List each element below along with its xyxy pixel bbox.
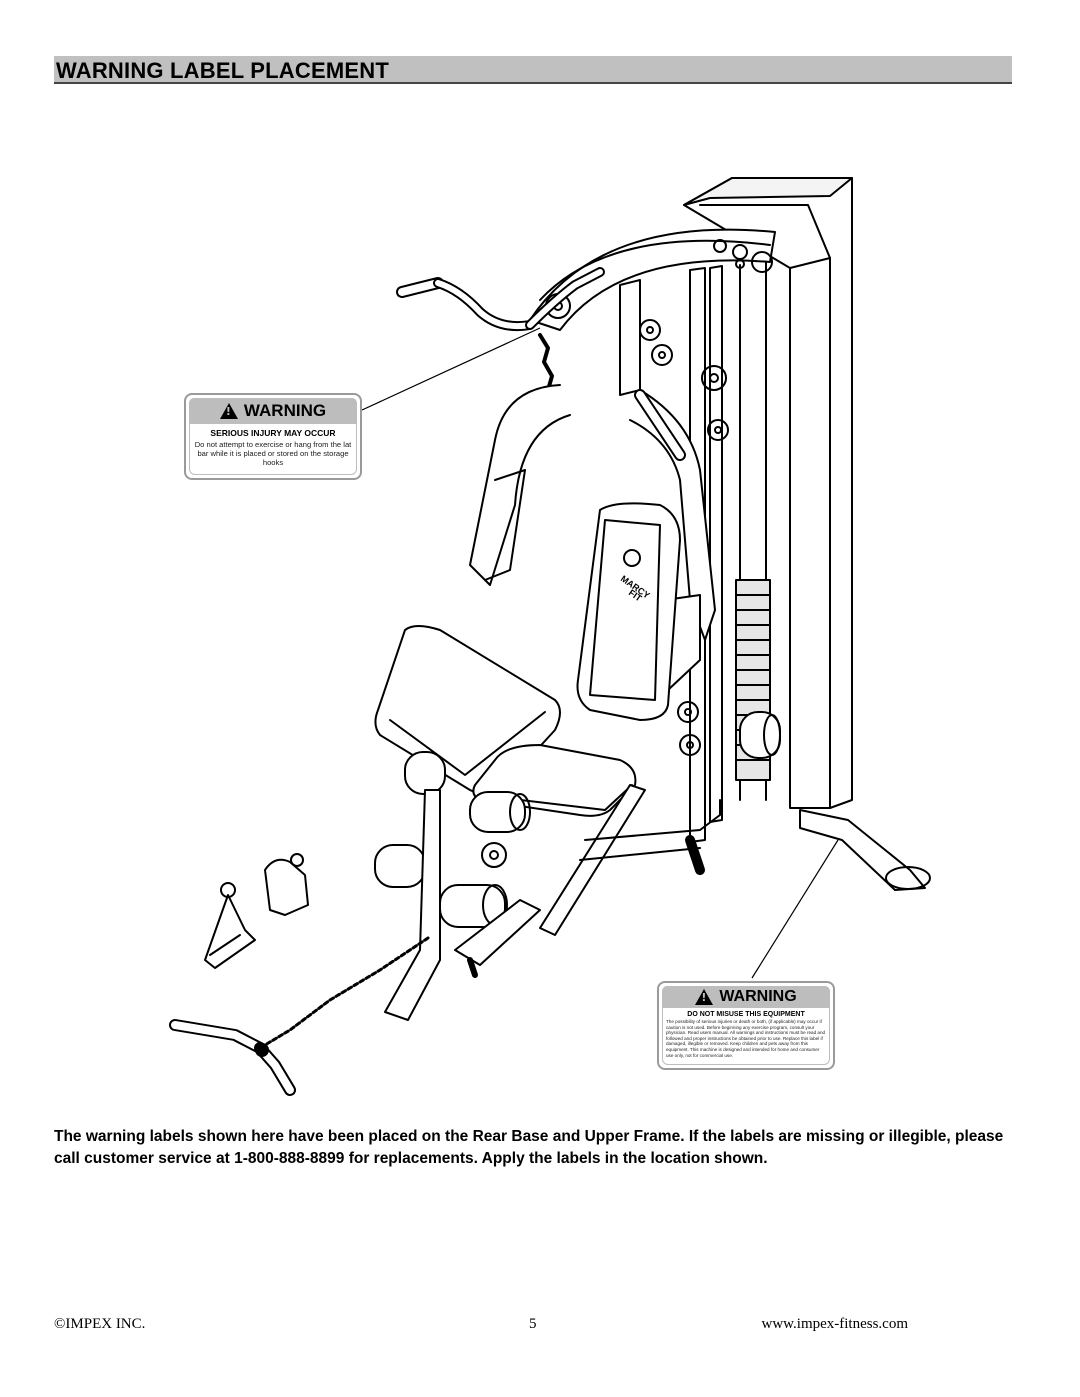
page-title: WARNING LABEL PLACEMENT <box>56 58 389 83</box>
leader-lines <box>361 327 839 979</box>
leader-line-upper <box>361 327 541 411</box>
footer-website: www.impex-fitness.com <box>761 1316 909 1332</box>
warning-label-upper-frame: WARNING SERIOUS INJURY MAY OCCUR Do not … <box>184 393 362 480</box>
label-heading-bar: WARNING <box>662 986 830 1008</box>
pulleys <box>481 319 729 868</box>
footer-copyright: ©IMPEX INC. <box>54 1316 146 1332</box>
label-subheading: SERIOUS INJURY MAY OCCUR <box>210 428 336 438</box>
base-frame <box>384 784 931 1021</box>
home-gym-illustration: MARCY FIT <box>169 177 931 1096</box>
warning-label-rear-base: WARNING DO NOT MISUSE THIS EQUIPMENT The… <box>657 981 835 1070</box>
label-heading: WARNING <box>719 988 797 1005</box>
warning-triangle-icon <box>695 989 714 1005</box>
label-heading: WARNING <box>243 401 327 420</box>
back-pad <box>576 502 681 721</box>
weight-stack-tower <box>683 177 853 809</box>
label-subheading: DO NOT MISUSE THIS EQUIPMENT <box>687 1011 805 1018</box>
leg-rollers <box>374 711 781 928</box>
label-body: The possibility of serious injuries or d… <box>666 1019 826 1058</box>
low-pulley-cable <box>169 936 430 1096</box>
instruction-paragraph: The warning labels shown here have been … <box>54 1128 1004 1167</box>
lat-bar <box>396 267 605 414</box>
title-underline <box>54 82 1012 84</box>
leader-line-rear-base <box>751 839 839 979</box>
label-body: Do not attempt to exercise or hang from … <box>194 440 352 467</box>
section-title-bar: WARNING LABEL PLACEMENT <box>54 56 1012 84</box>
accessories <box>204 853 309 969</box>
warning-triangle-icon <box>219 403 238 419</box>
footer-page-number: 5 <box>529 1316 537 1332</box>
label-heading-bar: WARNING <box>189 398 357 424</box>
